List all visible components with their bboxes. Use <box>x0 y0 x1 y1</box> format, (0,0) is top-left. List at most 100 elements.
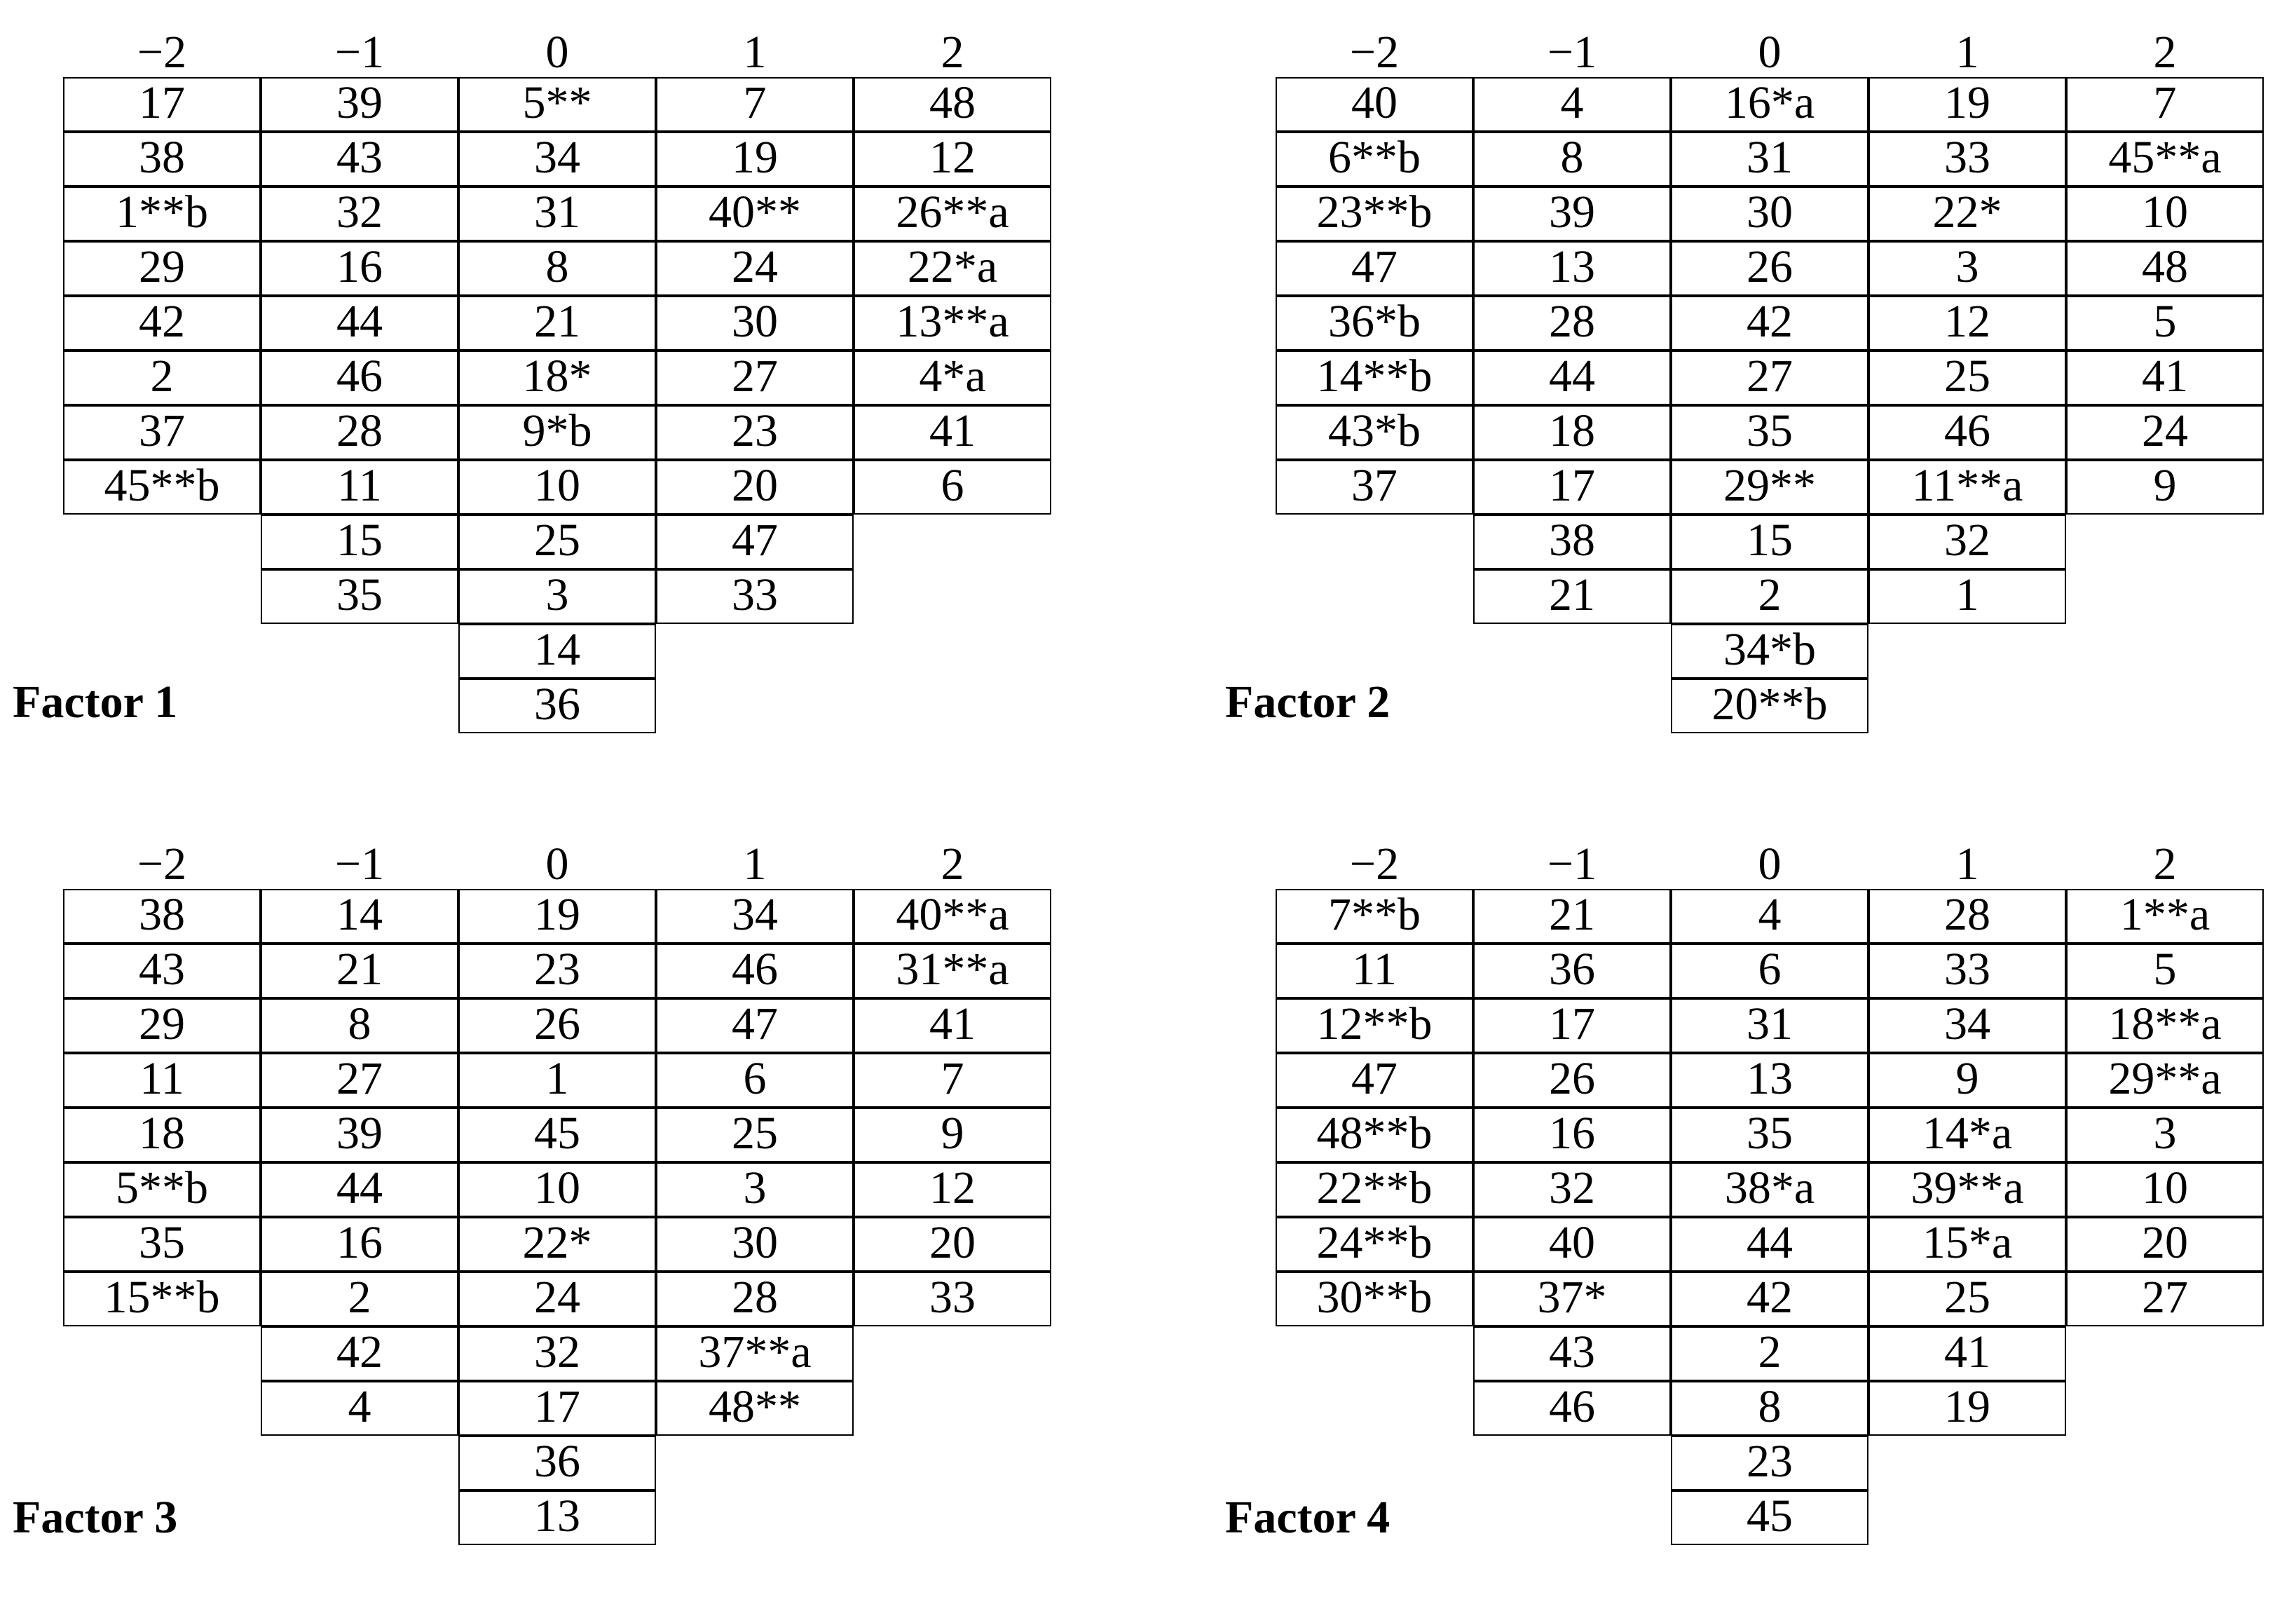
grid-cell: 8 <box>261 998 458 1053</box>
grid-cell: 14 <box>261 889 458 944</box>
grid-cell: 38 <box>63 132 261 186</box>
grid-cell: 12 <box>854 1162 1051 1217</box>
column-header: −1 <box>334 838 385 890</box>
grid-cell: 38 <box>63 889 261 944</box>
grid-cell: 5 <box>2066 296 2264 351</box>
grid-cell: 37 <box>63 405 261 460</box>
grid-cell: 17 <box>1473 998 1671 1053</box>
grid-cell: 42 <box>1671 1272 1868 1326</box>
grid-cell: 21 <box>458 296 656 351</box>
column-header: 0 <box>545 27 569 78</box>
grid-cell: 36 <box>458 679 656 733</box>
grid-cell: 46 <box>656 944 854 998</box>
grid-cell: 15 <box>1671 515 1868 569</box>
grid-cell: 7 <box>656 77 854 132</box>
grid-cell: 28 <box>656 1272 854 1326</box>
grid-cell: 33 <box>854 1272 1051 1326</box>
grid-cell: 6**b <box>1276 132 1473 186</box>
grid-cell: 20 <box>2066 1217 2264 1272</box>
grid-cell: 7 <box>2066 77 2264 132</box>
grid-cell: 16*a <box>1671 77 1868 132</box>
grid-cell: 36*b <box>1276 296 1473 351</box>
grid-cell: 14*a <box>1868 1108 2066 1162</box>
grid-cell: 40 <box>1276 77 1473 132</box>
grid-cell: 11 <box>63 1053 261 1108</box>
grid-cell: 8 <box>1473 132 1671 186</box>
grid-cell: 1 <box>1868 569 2066 624</box>
grid-cell: 45**b <box>63 460 261 515</box>
column-header: 2 <box>941 27 964 78</box>
grid-cell: 43 <box>1473 1326 1671 1381</box>
grid-cell: 26**a <box>854 186 1051 241</box>
grid-cell: 6 <box>656 1053 854 1108</box>
grid-cell: 27 <box>261 1053 458 1108</box>
grid-cell: 45 <box>458 1108 656 1162</box>
grid-cell: 25 <box>1868 1272 2066 1326</box>
grid-cell: 34 <box>458 132 656 186</box>
grid-cell: 30 <box>656 1217 854 1272</box>
grid-cell: 5**b <box>63 1162 261 1217</box>
grid-cell: 12 <box>854 132 1051 186</box>
grid-cell: 18 <box>1473 405 1671 460</box>
grid-cell: 39 <box>1473 186 1671 241</box>
grid-cell: 3 <box>1868 241 2066 296</box>
grid-cell: 34 <box>656 889 854 944</box>
grid-cell: 16 <box>1473 1108 1671 1162</box>
grid-cell: 19 <box>1868 77 2066 132</box>
grid-cell: 7 <box>854 1053 1051 1108</box>
grid-cell: 36 <box>1473 944 1671 998</box>
grid-cell: 4*a <box>854 351 1051 405</box>
grid-cell: 28 <box>1868 889 2066 944</box>
grid-cell: 15*a <box>1868 1217 2066 1272</box>
column-header: 2 <box>2153 27 2177 78</box>
grid-cell: 32 <box>1868 515 2066 569</box>
grid-cell: 41 <box>1868 1326 2066 1381</box>
grid-cell: 17 <box>1473 460 1671 515</box>
grid-cell: 19 <box>656 132 854 186</box>
grid-cell: 44 <box>261 296 458 351</box>
column-header: 1 <box>743 27 767 78</box>
grid-cell: 47 <box>656 515 854 569</box>
grid-cell: 28 <box>1473 296 1671 351</box>
grid-cell: 17 <box>458 1381 656 1436</box>
grid-cell: 42 <box>1671 296 1868 351</box>
grid-cell: 26 <box>1473 1053 1671 1108</box>
grid-cell: 45**a <box>2066 132 2264 186</box>
grid-cell: 33 <box>1868 132 2066 186</box>
grid-cell: 25 <box>458 515 656 569</box>
grid-cell: 23 <box>458 944 656 998</box>
grid-cell: 20 <box>656 460 854 515</box>
grid-cell: 14 <box>458 624 656 679</box>
grid-cell: 9 <box>2066 460 2264 515</box>
grid-cell: 48 <box>2066 241 2264 296</box>
grid-cell: 26 <box>1671 241 1868 296</box>
grid-cell: 15 <box>261 515 458 569</box>
grid-cell: 39 <box>261 1108 458 1162</box>
grid-cell: 38 <box>1473 515 1671 569</box>
grid-cell: 26 <box>458 998 656 1053</box>
grid-cell: 35 <box>1671 1108 1868 1162</box>
grid-cell: 3 <box>2066 1108 2264 1162</box>
grid-cell: 30**b <box>1276 1272 1473 1326</box>
grid-cell: 38*a <box>1671 1162 1868 1217</box>
grid-cell: 22* <box>458 1217 656 1272</box>
column-header: −2 <box>137 27 187 78</box>
grid-cell: 39**a <box>1868 1162 2066 1217</box>
column-header: 0 <box>545 838 569 890</box>
grid-cell: 11 <box>1276 944 1473 998</box>
grid-cell: 19 <box>1868 1381 2066 1436</box>
grid-cell: 48**b <box>1276 1108 1473 1162</box>
factor-title: Factor 1 <box>13 677 178 728</box>
grid-cell: 31 <box>1671 998 1868 1053</box>
grid-cell: 47 <box>656 998 854 1053</box>
grid-cell: 20**b <box>1671 679 1868 733</box>
grid-cell: 40**a <box>854 889 1051 944</box>
grid-cell: 23**b <box>1276 186 1473 241</box>
grid-cell: 35 <box>63 1217 261 1272</box>
grid-cell: 2 <box>1671 1326 1868 1381</box>
factor-title: Factor 4 <box>1225 1492 1390 1543</box>
grid-cell: 16 <box>261 1217 458 1272</box>
grid-cell: 29 <box>63 998 261 1053</box>
grid-cell: 5 <box>2066 944 2264 998</box>
grid-cell: 2 <box>261 1272 458 1326</box>
